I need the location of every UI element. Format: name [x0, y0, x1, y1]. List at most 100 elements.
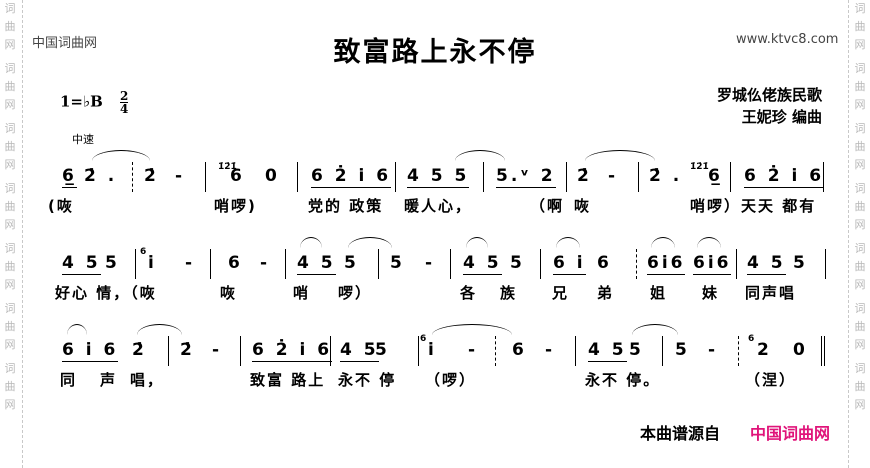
watermark-char: 曲 [854, 80, 866, 93]
lyric: 哨啰）天天 都有 [690, 197, 817, 215]
watermark-char: 曲 [854, 260, 866, 273]
watermark-char: 词 [4, 2, 16, 15]
lyric: （啊 [530, 197, 565, 215]
note-group: 5 [344, 253, 359, 273]
note-group: - [260, 253, 271, 273]
barline [738, 336, 739, 366]
watermark-char: 曲 [854, 380, 866, 393]
note-group: 5 [390, 253, 405, 273]
lyric: 声 [100, 371, 118, 389]
lyric: 哨啰) [214, 197, 257, 215]
barline [483, 162, 484, 192]
note-group: 5 [675, 340, 690, 360]
lyric: 弟 [597, 284, 615, 302]
note-group: 6i̇6 [647, 253, 686, 275]
lyric: （涅） [745, 371, 797, 389]
slur [697, 237, 721, 248]
lyric: 咴 [220, 284, 238, 302]
barline [566, 162, 567, 192]
note-group: i̇ [428, 340, 437, 360]
barline [730, 162, 731, 192]
barline [132, 162, 133, 192]
watermark-char: 曲 [4, 260, 16, 273]
note-group: 6 i̇ [553, 253, 586, 275]
barline [418, 336, 419, 366]
watermark-border-right [848, 0, 849, 468]
slur [92, 150, 150, 161]
note-group: 4 5 5 [407, 166, 470, 188]
footer-label: 本曲谱源自 [640, 424, 721, 443]
note-group: 4 5 [297, 253, 336, 275]
note-group: 0 [793, 340, 808, 360]
slur [432, 324, 512, 335]
song-title: 致富路上永不停 [333, 37, 537, 68]
slur [137, 324, 182, 335]
watermark-char: 网 [854, 98, 866, 111]
watermark-char: 词 [854, 302, 866, 315]
note-group: 6 2̇ i̇ 6 [744, 166, 825, 188]
barline [450, 249, 451, 279]
song-source: 罗城仫佬族民歌 [716, 86, 822, 104]
barline [210, 249, 211, 279]
lyric: 党的 政策 [308, 197, 384, 215]
watermark-char: 网 [854, 158, 866, 171]
site-name: 中国词曲网 [32, 36, 98, 51]
barline [135, 249, 136, 279]
barline [662, 336, 663, 366]
grace-note: 6 [140, 247, 147, 257]
barline [240, 336, 241, 366]
watermark-char: 网 [854, 338, 866, 351]
slur [348, 237, 392, 248]
note-group: 6 [228, 253, 243, 273]
note-group: 6 i̇ 6 [62, 340, 119, 362]
lyric: 致富 路上 [250, 371, 326, 389]
barline [575, 336, 576, 366]
key: 1=♭B [60, 92, 103, 111]
slur [455, 150, 505, 161]
lyric: 暖人心， [404, 197, 473, 215]
note-group: 2̇ [577, 166, 592, 186]
note-group: 2̇ [180, 340, 195, 360]
lyric: 各 [460, 284, 478, 302]
watermark-char: 词 [854, 242, 866, 255]
watermark-left: 词曲网词曲网词曲网词曲网词曲网词曲网词曲网 [2, 0, 18, 420]
note-group: 5 [375, 340, 390, 360]
note-group: 4 5 [463, 253, 502, 275]
barline [205, 162, 206, 192]
grace-note: 6 [420, 334, 427, 344]
note-group: 4 5 [340, 340, 379, 362]
barline [285, 249, 286, 279]
watermark-char: 网 [4, 278, 16, 291]
watermark-char: 曲 [4, 20, 16, 33]
note-group: 4 5 [62, 253, 101, 275]
barline [638, 162, 639, 192]
grace-note: 1̇2̇1̇ [690, 162, 709, 172]
note-group: 2̇ [132, 340, 147, 360]
lyric: 永不 停。 [585, 371, 661, 389]
slur [300, 237, 322, 248]
note-group: 4 5 [588, 340, 627, 362]
lyric: 永不 停 [338, 371, 397, 389]
watermark-char: 词 [4, 362, 16, 375]
slur [651, 237, 675, 248]
final-barline [821, 336, 827, 366]
watermark-char: 曲 [854, 200, 866, 213]
lyric: (咴 [48, 197, 74, 215]
watermark-char: 词 [4, 242, 16, 255]
watermark-char: 网 [4, 218, 16, 231]
note-group: i̇ [148, 253, 157, 273]
lyric: 族 [500, 284, 518, 302]
slur [585, 150, 655, 161]
note-group: - [212, 340, 223, 360]
watermark-char: 网 [4, 98, 16, 111]
slur [466, 237, 488, 248]
note-group: 5 [793, 253, 808, 273]
note-group: 0 [265, 166, 280, 186]
lyric: 啰） [338, 284, 373, 302]
note-group: - [708, 340, 719, 360]
watermark-char: 词 [4, 62, 16, 75]
barline [168, 336, 169, 366]
watermark-char: 网 [4, 158, 16, 171]
